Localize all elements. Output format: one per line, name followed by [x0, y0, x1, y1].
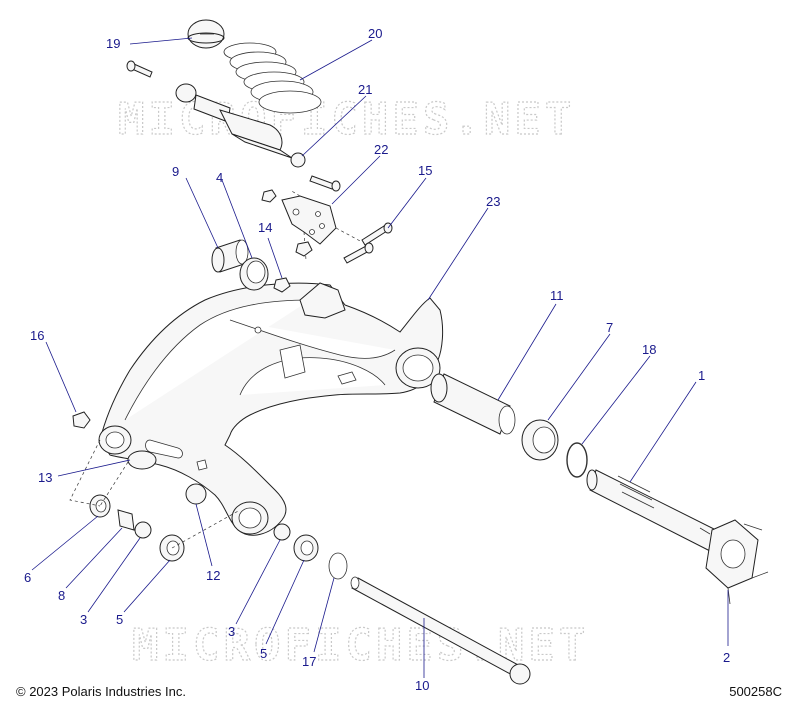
callout-12: 12: [206, 568, 220, 583]
rear-axle: [586, 469, 721, 553]
front-pivot-upper-bore: [105, 431, 125, 449]
callout-1: 1: [698, 368, 705, 383]
callout-4: 4: [216, 170, 223, 185]
front-pivot-lower-bore: [238, 507, 262, 529]
left-stack-guide-lines: [69, 439, 241, 549]
right-pivot-stack: [273, 523, 348, 580]
snap-ring-18: [566, 442, 588, 478]
shock-spring: [223, 42, 322, 114]
callout-13: 13: [38, 470, 52, 485]
callout-5-left: 5: [116, 612, 123, 627]
rear-axle-bore: [402, 354, 434, 382]
callout-16: 16: [30, 328, 44, 343]
pivot-nuts: [273, 241, 313, 293]
watermark-bottom: MICROFICHES.NET: [132, 620, 589, 671]
callout-labels: 1 2 3 3 4 5 5 6 7 8 9 10 11 12 13 14 15 …: [24, 26, 730, 693]
shock-upper-bolt: [126, 60, 153, 78]
pivot-shaft: [350, 576, 531, 685]
swingarm-pocket: [279, 344, 306, 379]
bushing-9: [211, 239, 249, 273]
callout-21: 21: [358, 82, 372, 97]
axle-hub: [699, 519, 769, 605]
callout-11: 11: [550, 288, 564, 303]
swingarm-lower-web: [239, 357, 386, 396]
callout-6: 6: [24, 570, 31, 585]
swingarm-slot: [145, 439, 183, 459]
callout-10: 10: [415, 678, 429, 693]
callout-2: 2: [723, 650, 730, 665]
callout-23: 23: [486, 194, 500, 209]
callout-18: 18: [642, 342, 656, 357]
swingarm: [98, 282, 444, 536]
callout-15: 15: [418, 163, 432, 178]
callout-19: 19: [106, 36, 120, 51]
spring-retainer: [187, 19, 225, 49]
nut-16: [72, 411, 91, 429]
axle-bearing: [521, 419, 559, 461]
shock-bracket: [281, 195, 337, 245]
swingarm-tab: [196, 459, 208, 471]
callout-14: 14: [258, 220, 272, 235]
callout-9: 9: [172, 164, 179, 179]
shock-lower-bolt: [309, 175, 341, 192]
cap-12: [185, 483, 207, 505]
watermark-top: MICROFICHES.NET: [118, 94, 575, 145]
spacer-tube: [430, 373, 516, 435]
callout-20: 20: [368, 26, 382, 41]
diagram-id: 500258C: [729, 684, 782, 699]
callout-5-right: 5: [260, 646, 267, 661]
shock-mount-pad: [299, 282, 346, 319]
shock-absorber: [175, 83, 306, 168]
callout-22: 22: [374, 142, 388, 157]
callout-8: 8: [58, 588, 65, 603]
callout-3-left: 3: [80, 612, 87, 627]
swingarm-hole: [254, 326, 262, 334]
copyright-notice: © 2023 Polaris Industries Inc.: [16, 684, 186, 699]
bracket-bolts: [343, 222, 393, 264]
bearing-4: [239, 257, 269, 291]
left-pivot-stack: [89, 494, 185, 562]
callout-3-right: 3: [228, 624, 235, 639]
cap-13: [127, 450, 157, 470]
bracket-nut: [261, 189, 277, 203]
leader-lines: [31, 37, 729, 678]
callout-17: 17: [302, 654, 316, 669]
callout-7: 7: [606, 320, 613, 335]
swingarm-boss: [337, 371, 357, 385]
